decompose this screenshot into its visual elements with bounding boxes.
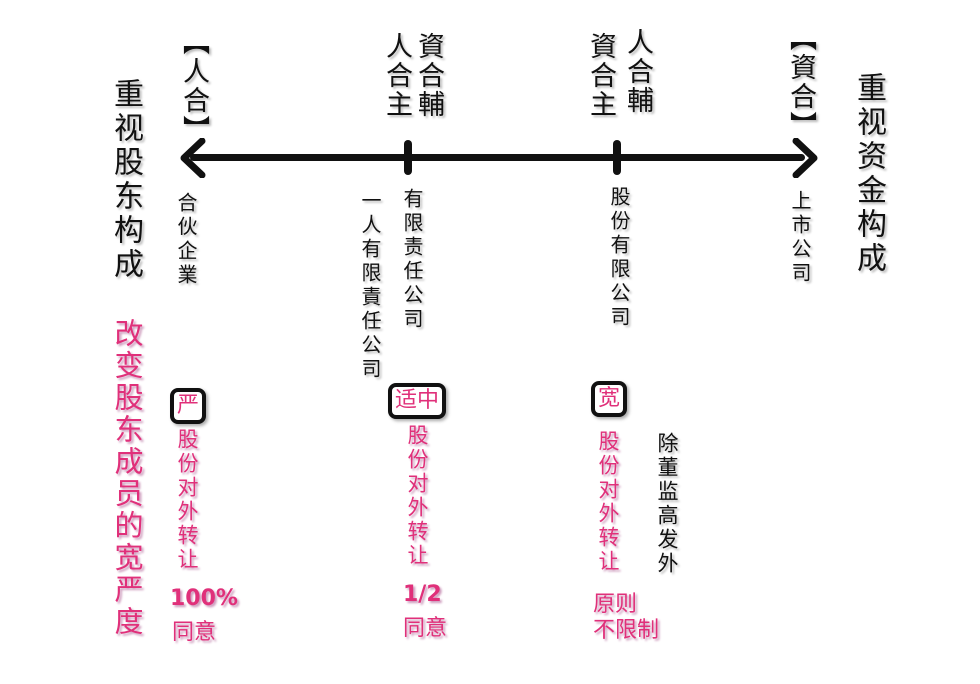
level-moderate-value: 1/2 xyxy=(403,582,442,607)
badge-moderate: 适中 xyxy=(388,383,447,419)
level-moderate-text: 股份对外转让 xyxy=(405,424,429,568)
level-strict-suffix: 同意 xyxy=(172,620,217,645)
level-strict-value: 100% xyxy=(170,586,238,611)
label-capital-based: 【資合】 xyxy=(785,24,816,140)
label-mid2-col2: 資合主 xyxy=(585,32,616,119)
label-mid2-col1: 人合輔 xyxy=(622,28,653,115)
level-strict-text: 股份对外转让 xyxy=(175,428,199,572)
level-moderate-suffix: 同意 xyxy=(403,616,448,641)
company-listed: 上市公司 xyxy=(788,190,812,286)
company-one-person-llc: 一人有限責任公司 xyxy=(358,190,382,382)
tick-joint-stock xyxy=(613,140,621,175)
badge-loose: 宽 xyxy=(591,381,628,417)
left-title: 重视股东构成 xyxy=(108,78,143,282)
company-partnership: 合伙企業 xyxy=(174,192,198,288)
level-loose-line2: 原则 xyxy=(593,592,638,617)
arrow-right-icon xyxy=(792,138,818,178)
level-loose-line3: 不限制 xyxy=(593,618,660,643)
axis-line xyxy=(190,154,805,161)
label-mid1-col2: 人合主 xyxy=(381,32,412,119)
side-note: 改变股东成员的宽严度 xyxy=(110,318,144,638)
right-title: 重视资金构成 xyxy=(851,72,886,276)
company-joint-stock: 股份有限公司 xyxy=(607,186,631,330)
level-loose-text: 股份对外转让 xyxy=(596,430,620,574)
company-llc: 有限责任公司 xyxy=(400,188,424,332)
label-people-based: 【人合】 xyxy=(178,28,209,144)
badge-strict: 严 xyxy=(170,388,207,424)
level-loose-note: 除董监高发外 xyxy=(655,432,679,576)
arrow-left-icon xyxy=(180,138,206,178)
tick-llc xyxy=(404,140,412,175)
label-mid1-col1: 資合輔 xyxy=(413,32,444,119)
